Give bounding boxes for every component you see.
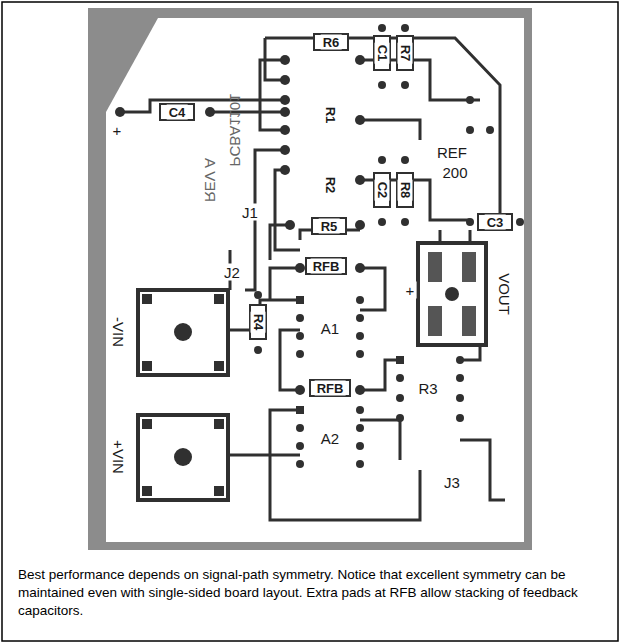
part-label: C4 — [167, 105, 188, 120]
part-label: C3 — [485, 215, 506, 230]
part-label: R4 — [251, 312, 266, 333]
part-label: C1 — [375, 43, 390, 64]
part-label: REF — [435, 144, 469, 161]
photo-ground — [88, 8, 532, 550]
traces — [120, 38, 505, 520]
part-label: + — [404, 282, 417, 299]
part-label: RFB — [315, 381, 346, 396]
part-label: J1 — [240, 204, 260, 221]
part-label: A2 — [319, 430, 341, 447]
part-label: J2 — [222, 264, 242, 281]
part-label: RFB — [311, 259, 342, 274]
part-label: -VIN — [110, 315, 127, 349]
part-label: R8 — [398, 180, 413, 201]
part-label: R7 — [398, 43, 413, 64]
part-label: C2 — [375, 180, 390, 201]
part-label: + — [111, 122, 124, 139]
ic-footprints — [296, 296, 464, 468]
part-label: J3 — [442, 474, 462, 491]
component-outlines — [160, 34, 512, 396]
part-label: R6 — [321, 35, 342, 50]
part-label: VOUT — [496, 271, 513, 317]
pads — [115, 24, 524, 395]
terminal-blocks — [138, 243, 486, 500]
part-label: +VIN — [110, 438, 127, 476]
silkscreen-text: REV A — [202, 156, 219, 204]
board-outline — [106, 18, 524, 542]
silkscreen-text: PCBA1101 — [227, 91, 244, 168]
part-label: R5 — [319, 219, 340, 234]
part-label: A1 — [319, 320, 341, 337]
part-label: R1 — [323, 105, 338, 126]
part-label: R3 — [416, 380, 439, 397]
part-label: 200 — [440, 164, 469, 181]
caption: Best performance depends on signal-path … — [18, 566, 604, 619]
part-label: R2 — [323, 175, 338, 196]
